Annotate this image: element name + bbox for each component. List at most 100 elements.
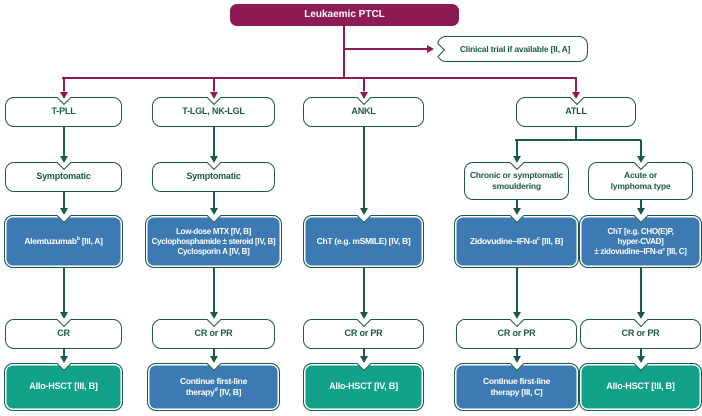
- arrowhead-tpll-response: [59, 312, 68, 319]
- connector-acute-outcome: [639, 349, 642, 356]
- tpll-response-label: CR: [57, 328, 70, 339]
- tlgl-condition-label: Symptomatic: [186, 171, 241, 182]
- connector-drop-ankl: [362, 78, 365, 92]
- connector-chronic-outcome: [515, 349, 518, 356]
- arrowhead-ankl-outcome: [359, 356, 368, 363]
- tlgl-treatment-line2: Cyclophosphamide ± steroid [IV, B]: [151, 236, 276, 246]
- connector-tpll-condition: [62, 127, 65, 156]
- ankl-treatment-box: ChT (e.g. mSMILE) [IV, B]: [303, 208, 424, 268]
- tlgl-treatment-line1: Low-dose MTX [IV, B]: [175, 226, 252, 236]
- atll-chronic-condition-box: Chronic or symptomatic smouldering: [464, 155, 569, 200]
- connector-tpll-outcome: [62, 349, 65, 356]
- chronic-condition-line2: smouldering: [492, 181, 541, 191]
- arrowhead-tpll-outcome: [59, 356, 68, 363]
- acute-response-box: CR or PR: [580, 312, 701, 349]
- tlgl-treatment-line3: Cyclosporin A [IV, B]: [177, 246, 250, 256]
- arrowhead-acute-outcome: [636, 356, 645, 363]
- acute-treatment-line2: hyper-CVAD]: [617, 236, 664, 246]
- connector-atll-chronic: [515, 140, 518, 156]
- arrowhead-atll: [572, 92, 580, 99]
- arrowhead-tpll-condition: [59, 156, 68, 163]
- ankl-response-label: CR or PR: [344, 328, 383, 339]
- chronic-treatment-box: Zidovudine–IFN-αc [III, B]: [454, 208, 579, 268]
- arrowhead-tlgl: [209, 92, 218, 99]
- connector-atll-stem: [575, 127, 577, 141]
- tlgl-header-label: T-LGL, NK-LGL: [182, 106, 245, 117]
- tpll-treatment-label: Alemtuzumabb [III, A]: [24, 236, 103, 247]
- acute-response-label: CR or PR: [621, 328, 660, 339]
- arrowhead-atll-acute: [636, 156, 645, 163]
- connector-distribution-line: [62, 77, 577, 79]
- connector-ankl-outcome: [362, 349, 365, 356]
- arrowhead-chronic-outcome: [512, 356, 521, 363]
- arrowhead-chronic-response: [512, 312, 521, 319]
- acute-condition-line1: Acute or: [624, 170, 657, 181]
- arrowhead-tlgl-condition: [209, 156, 218, 163]
- clinical-trial-label: Clinical trial if available [II, A]: [459, 43, 571, 54]
- ankl-response-box: CR or PR: [303, 312, 424, 349]
- connector-tlgl-condition: [212, 127, 215, 156]
- chronic-outcome-box: Continue first-line therapy [III, C]: [454, 356, 579, 411]
- connector-acute-response: [639, 268, 642, 312]
- connector-tlgl-response: [212, 268, 215, 312]
- tlgl-outcome-line2: therapyd [IV, B]: [185, 387, 242, 397]
- acute-treatment-box: ChT [e.g. CHO(E)P, hyper-CVAD] ± zidovud…: [579, 208, 702, 268]
- root-label: Leukaemic PTCL: [304, 8, 385, 20]
- connector-atll-split: [515, 139, 641, 141]
- connector-chronic-response: [515, 268, 518, 312]
- arrowhead-tlgl-response: [209, 312, 218, 319]
- tlgl-outcome-box: Continue first-line therapyd [IV, B]: [147, 356, 280, 411]
- arrowhead-chronic-treatment: [512, 208, 521, 215]
- arrowhead-acute-treatment: [636, 208, 645, 215]
- connector-ankl-treatment: [362, 127, 365, 208]
- acute-treatment-line3: ± zidovudine–IFN-αc [III, C]: [594, 246, 687, 256]
- connector-root-stem: [343, 26, 345, 78]
- arrowhead-tlgl-treatment: [209, 208, 218, 215]
- tpll-header-label: T-PLL: [51, 106, 76, 117]
- connector-chronic-treatment: [515, 200, 518, 208]
- ankl-outcome-box: Allo-HSCT [IV, B]: [303, 356, 424, 411]
- arrowhead-ankl: [359, 92, 368, 99]
- tpll-response-box: CR: [5, 312, 122, 349]
- ankl-header-box: ANKL: [303, 90, 424, 127]
- arrowhead-clinical-trial: [427, 45, 434, 53]
- tpll-header-box: T-PLL: [5, 90, 122, 127]
- ankl-outcome-label: Allo-HSCT [IV, B]: [329, 381, 398, 392]
- clinical-trial-box: Clinical trial if available [II, A]: [430, 36, 588, 62]
- acute-treatment-line1: ChT [e.g. CHO(E)P,: [607, 226, 674, 236]
- arrowhead-ankl-response: [359, 312, 368, 319]
- acute-condition-line2: lymphoma type: [610, 181, 671, 191]
- tpll-treatment-box: Alemtuzumabb [III, A]: [4, 208, 123, 268]
- tpll-outcome-box: Allo-HSCT [III, B]: [4, 356, 123, 411]
- connector-clinical-trial-branch: [344, 48, 427, 50]
- connector-tpll-treatment: [62, 192, 65, 208]
- tpll-condition-box: Symptomatic: [5, 155, 122, 192]
- atll-header-label: ATLL: [565, 106, 587, 117]
- arrowhead-acute-response: [636, 312, 645, 319]
- connector-drop-tlgl: [212, 78, 215, 92]
- tlgl-condition-box: Symptomatic: [152, 155, 275, 192]
- tlgl-header-box: T-LGL, NK-LGL: [152, 90, 275, 127]
- ankl-treatment-label: ChT (e.g. mSMILE) [IV, B]: [316, 236, 411, 247]
- chronic-outcome-line2: therapy [III, C]: [490, 387, 543, 397]
- atll-header-box: ATLL: [516, 90, 636, 127]
- chronic-treatment-label: Zidovudine–IFN-αc [III, B]: [470, 236, 563, 247]
- acute-outcome-label: Allo-HSCT [III, B]: [606, 381, 675, 392]
- tlgl-response-box: CR or PR: [152, 312, 275, 349]
- tpll-outcome-label: Allo-HSCT [III, B]: [29, 381, 98, 392]
- chronic-outcome-line1: Continue first-line: [482, 376, 551, 387]
- connector-tlgl-outcome: [212, 349, 215, 356]
- tlgl-response-label: CR or PR: [194, 328, 233, 339]
- atll-acute-condition-box: Acute or lymphoma type: [588, 155, 693, 200]
- connector-tlgl-treatment: [212, 192, 215, 208]
- arrowhead-ankl-treatment: [359, 208, 368, 215]
- arrowhead-tpll: [59, 92, 68, 99]
- arrowhead-tlgl-outcome: [209, 356, 218, 363]
- tpll-condition-label: Symptomatic: [36, 171, 91, 182]
- arrowhead-atll-chronic: [512, 156, 521, 163]
- connector-drop-atll: [575, 78, 577, 92]
- ankl-header-label: ANKL: [351, 106, 376, 117]
- tlgl-treatment-box: Low-dose MTX [IV, B] Cyclophosphamide ± …: [145, 208, 282, 268]
- acute-outcome-box: Allo-HSCT [III, B]: [579, 356, 702, 411]
